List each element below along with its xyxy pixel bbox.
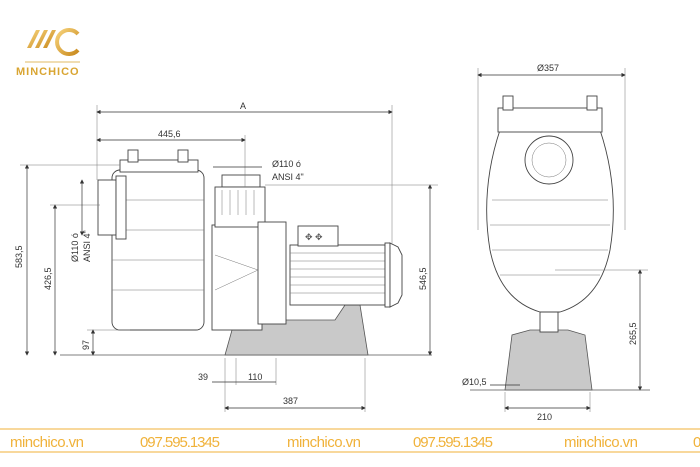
footer-website: minchico.vn <box>564 434 638 451</box>
dim-357: Ø357 <box>537 63 559 73</box>
footer-website: minchico.vn <box>287 434 361 451</box>
dim-210: 210 <box>537 412 552 422</box>
dim-10-5: Ø10,5 <box>462 377 487 387</box>
front-base <box>504 329 593 391</box>
side-view: ✥ ✥ A 445,6 Ø110 ó ANSI 4" 583,5 <box>14 101 438 412</box>
pump-volute <box>211 224 263 331</box>
inlet-union <box>97 179 117 236</box>
dim-265-5: 265,5 <box>628 322 638 345</box>
footer-band: minchico.vn 097.595.1345 minchico.vn 097… <box>0 428 700 453</box>
dim-445-6: 445,6 <box>158 129 181 139</box>
dim-outlet-standard: ANSI 4" <box>272 172 304 182</box>
dim-97: 97 <box>81 340 91 350</box>
front-view: Ø357 265,5 Ø10,5 210 <box>462 63 650 422</box>
outlet-union <box>214 186 266 228</box>
dim-inlet-standard: ANSI 4" <box>82 230 92 262</box>
front-body <box>486 129 614 313</box>
dim-a: A <box>240 101 246 111</box>
footer-website: minchico.vn <box>10 434 84 451</box>
footer-phone: 097.595.1345 <box>140 434 220 451</box>
dim-outlet-diameter: Ø110 ó <box>272 159 301 169</box>
dim-583-5: 583,5 <box>14 245 24 268</box>
logo-text: MINCHICO <box>16 66 80 78</box>
dim-426-5: 426,5 <box>43 267 53 290</box>
dim-39: 39 <box>198 372 208 382</box>
minchico-logo: MINCHICO <box>16 28 80 78</box>
footer-phone-partial: 0 <box>693 434 700 451</box>
dim-110: 110 <box>248 372 262 382</box>
footer-phone: 097.595.1345 <box>413 434 493 451</box>
terminal-box <box>297 225 339 247</box>
dim-387: 387 <box>283 396 298 406</box>
dim-inlet-diameter: Ø110 ó <box>70 233 80 262</box>
dim-546-5: 546,5 <box>418 267 428 290</box>
motor <box>289 244 386 306</box>
svg-text:✥ ✥: ✥ ✥ <box>305 232 323 242</box>
